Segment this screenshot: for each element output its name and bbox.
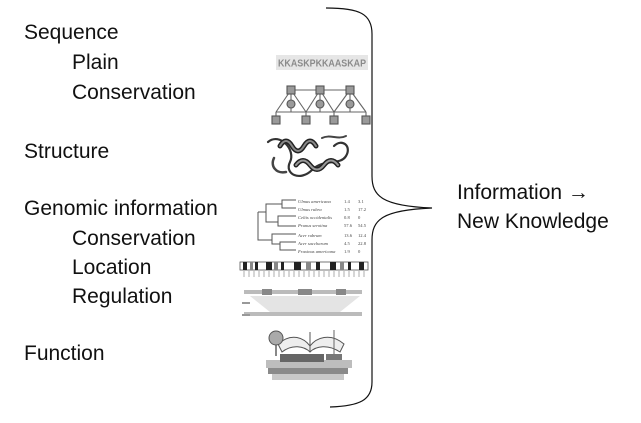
label-new-knowledge: New Knowledge <box>457 210 609 233</box>
tree-species-label: Fraxinus americana <box>297 249 336 254</box>
tree-species-label: Ulmus americana <box>298 199 331 204</box>
tree-value-a: 57.6 <box>344 223 353 228</box>
label-sequence: Sequence <box>24 21 119 44</box>
tree-value-a: 1.9 <box>344 249 350 254</box>
tree-value-b: 54.5 <box>358 223 367 228</box>
tree-species-label: Ulmus rubra <box>298 207 322 212</box>
tree-value-a: 4.5 <box>344 241 350 246</box>
label-location: Location <box>72 256 152 279</box>
tree-value-a: 13.6 <box>344 233 353 238</box>
tree-value-b: 0 <box>358 249 361 254</box>
function-illustration-image <box>266 330 352 380</box>
chromosome-strip-image <box>239 261 369 277</box>
regulation-alignment-image <box>242 289 362 316</box>
label-plain: Plain <box>72 51 119 74</box>
label-genomic-conservation: Conservation <box>72 227 196 250</box>
tree-value-b: 3.1 <box>358 199 364 204</box>
curly-brace <box>325 7 433 408</box>
protein-structure-image <box>266 135 349 178</box>
label-regulation: Regulation <box>72 285 173 308</box>
tree-species-label: Acer saccharum <box>297 241 329 246</box>
tree-value-b: 17.2 <box>358 207 367 212</box>
label-structure: Structure <box>24 140 110 163</box>
tree-value-a: 1.5 <box>344 207 350 212</box>
tree-value-a: 0.8 <box>344 215 350 220</box>
tree-value-b: 0 <box>358 215 361 220</box>
tree-species-label: Acer rubrum <box>297 233 322 238</box>
sequence-strip-image: KKASKPKKAASKAP <box>276 55 368 70</box>
tree-species-label: Prunus serotina <box>297 223 328 228</box>
label-sequence-conservation: Conservation <box>72 81 196 104</box>
sequence-strip-text: KKASKPKKAASKAP <box>278 58 366 70</box>
label-information: Information → <box>457 181 589 204</box>
label-genomic-information: Genomic information <box>24 197 218 220</box>
tree-value-b: 12.4 <box>358 233 367 238</box>
tree-value-a: 1.4 <box>344 199 350 204</box>
conservation-network-image <box>271 85 371 125</box>
tree-species-label: Celtis occidentalis <box>298 215 332 220</box>
label-function: Function <box>24 342 105 365</box>
tree-value-b: 22.8 <box>358 241 367 246</box>
